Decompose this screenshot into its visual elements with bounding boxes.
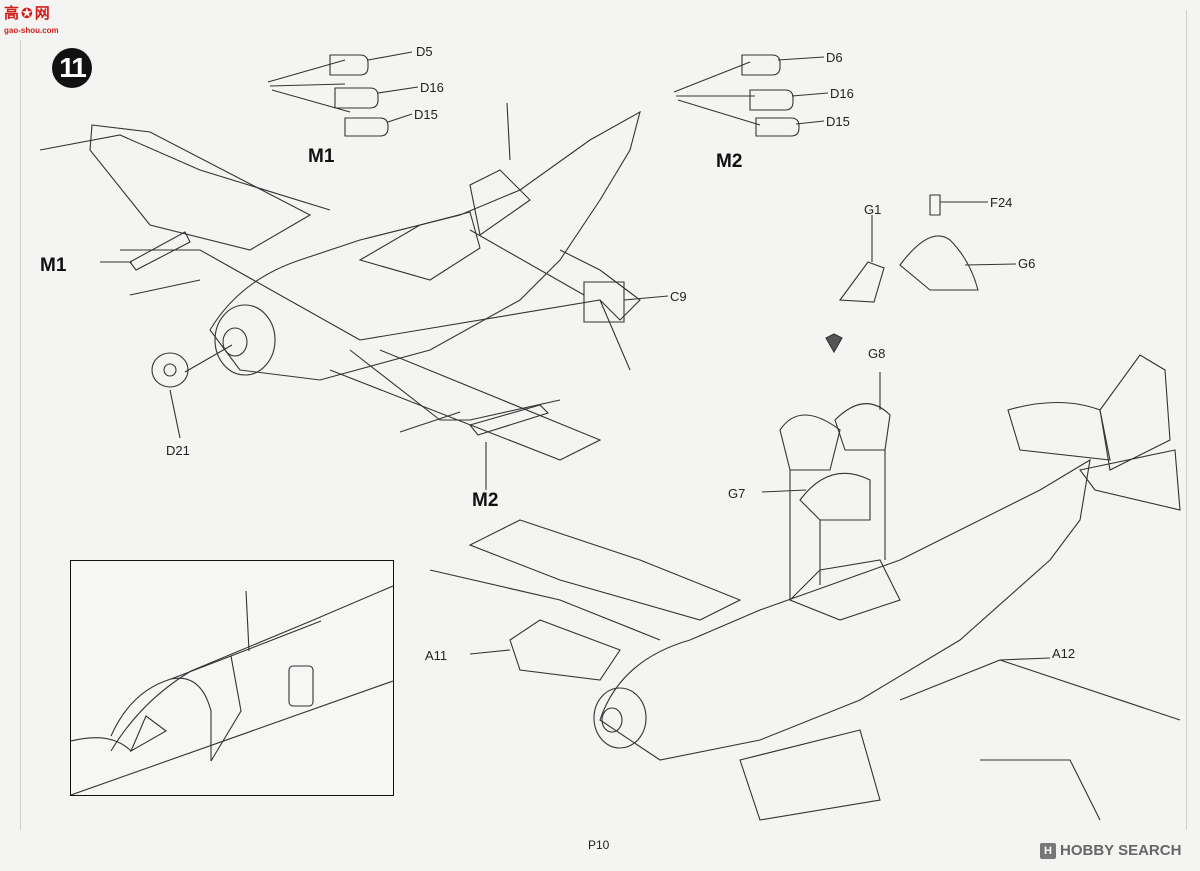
page-number: P10	[588, 838, 610, 852]
inset-drawing	[71, 585, 393, 795]
label-f24: F24	[990, 195, 1013, 210]
label-m1-top: M1	[308, 146, 335, 167]
label-g7: G7	[728, 486, 746, 501]
page-margin-line-left	[20, 40, 21, 830]
m2-parts-cluster	[673, 54, 829, 137]
m1-parts-cluster	[267, 51, 419, 137]
upper-aircraft	[39, 102, 669, 490]
logo-character-2: 网	[34, 5, 50, 22]
label-g1: G1	[864, 202, 882, 217]
label-d21: D21	[166, 443, 190, 458]
step-number-badge: 11	[52, 48, 92, 88]
label-d16-m1: D16	[420, 80, 444, 95]
canopy-parts-top	[825, 194, 1017, 354]
label-d5: D5	[416, 44, 433, 59]
label-d15-m1: D15	[414, 107, 438, 122]
label-m1-side: M1	[40, 255, 67, 276]
label-d16-m2: D16	[830, 86, 854, 101]
detail-inset	[70, 560, 394, 796]
logo-url: gao-shou.com	[4, 26, 59, 35]
site-logo[interactable]: 高 ✪ 网	[4, 5, 50, 22]
hobby-search-watermark[interactable]: H HOBBY SEARCH	[1040, 842, 1181, 859]
label-d15-m2: D15	[826, 114, 850, 129]
hobby-search-logo-icon: H	[1040, 842, 1056, 859]
label-d6: D6	[826, 50, 843, 65]
label-a11: A11	[425, 648, 448, 663]
logo-star-icon: ✪	[21, 5, 33, 21]
logo-character: 高	[4, 5, 20, 22]
label-g8: G8	[868, 346, 886, 361]
label-g6: G6	[1018, 256, 1036, 271]
lower-aircraft	[429, 354, 1181, 821]
label-a12: A12	[1052, 646, 1076, 661]
label-m2-bottom: M2	[472, 490, 499, 511]
label-m2-top: M2	[716, 151, 743, 172]
hobby-search-text: HOBBY SEARCH	[1060, 842, 1182, 859]
label-c9: C9	[670, 289, 687, 304]
page-margin-line-right	[1186, 10, 1187, 830]
